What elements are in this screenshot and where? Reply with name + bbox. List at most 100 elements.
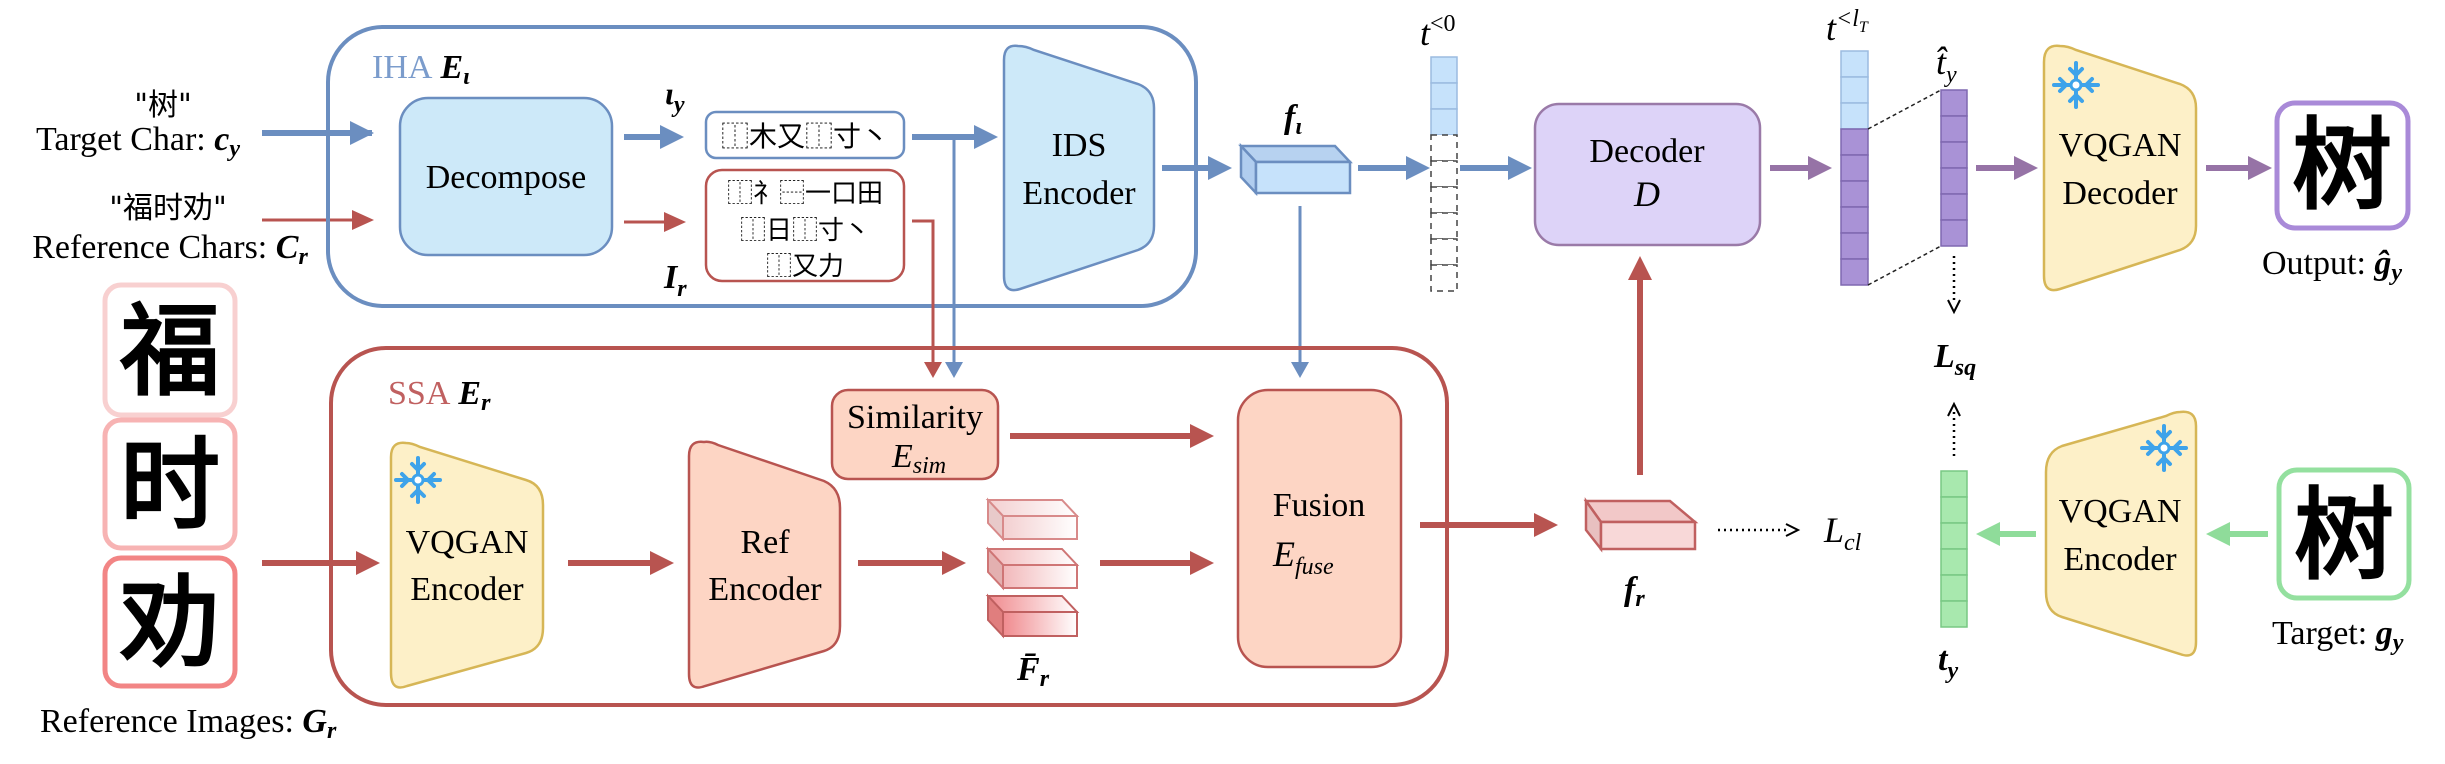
token-cell [1430,212,1458,240]
decompose-block [398,96,614,257]
ref-encoder-label-2: Encoder [708,571,822,608]
ir-sequence-line: ⿰又力 [766,252,844,282]
tlt-token-column [1840,50,1869,286]
vqgan-encoder-block [389,441,545,689]
arrowhead [1785,523,1801,537]
ty-label: ty [1938,641,1958,684]
arrowhead [942,551,966,575]
token-cell [1840,128,1869,156]
fusion-symbol: Efuse [1272,534,1334,580]
decoder-symbol: D [1633,174,1660,214]
t-hat-token-column [1940,89,1968,247]
projection-line [1867,245,1942,286]
token-cell [1430,264,1458,292]
arrowhead [356,551,380,575]
reference-images-label: Reference Images: Gr [40,703,337,744]
decoder-block [1533,102,1762,247]
token-cell [1430,82,1458,110]
arrowhead [1976,522,2000,546]
output-glyph: 树 [2292,107,2392,224]
t0-label: t<0 [1420,11,1456,53]
ids-encoder-block [1002,44,1156,292]
arrowhead [2248,156,2272,180]
lsq-label: Lsq [1933,338,1976,381]
similarity-symbol: Esim [891,438,946,479]
arrowhead [660,125,684,149]
t0-token-column [1430,56,1458,292]
arrowhead [945,362,963,378]
vqgan-encoder-right-label-1: VQGAN [2059,493,2182,530]
arrowhead [1208,156,1232,180]
vqgan-encoder-right-label-2: Encoder [2063,541,2177,578]
vqgan-decoder-label-1: VQGAN [2059,127,2182,164]
token-cell [1430,160,1458,188]
token-cell [1940,600,1968,628]
output-glyph-frame [2274,100,2411,231]
token-cell [1430,186,1458,214]
reference-chars-input: "福时劝" Reference Chars: Cr [32,191,308,270]
token-cell [1840,258,1869,286]
iy-label: ιy [665,75,685,118]
arrowhead [2206,522,2230,546]
reference-images: 福 时 劝 [102,282,238,689]
token-cell [1840,232,1869,260]
arrowhead [664,212,686,232]
ir-sequence-line: ⿰日⿰寸丶 [740,216,870,246]
decoder-label: Decoder [1589,133,1705,170]
arrowhead [974,125,998,149]
lcl-label: Lcl [1823,510,1862,556]
token-cell [1840,206,1869,234]
ir-sequence-box [704,168,906,283]
tlt-label: t<lT [1826,6,1869,48]
ref-image-glyph: 时 [120,427,220,544]
token-cell [1940,89,1968,117]
target-label: Target: gy [2272,615,2404,656]
ref-image-frame [102,282,238,418]
iy-sequence: ⿰木又⿰寸丶 [721,120,889,153]
arrowhead [1947,299,1961,315]
arrowhead [350,121,374,145]
similarity-block [830,388,1000,481]
f-iota-feature-cube [1238,142,1353,197]
target-glyph-frame [2276,467,2412,601]
token-cell [1940,470,1968,498]
token-cell [1940,548,1968,576]
token-cell [1430,134,1458,162]
target-glyph: 树 [2294,477,2394,594]
token-cell [1840,154,1869,182]
similarity-label: Similarity [847,399,983,436]
vqgan-encoder-label-1: VQGAN [406,524,529,561]
arrowhead [1190,424,1214,448]
arrowhead [1628,256,1652,280]
fusion-block [1236,388,1403,669]
vqgan-decoder-block [2042,44,2198,292]
fr-label: fr [1624,571,1645,612]
ref-image-frame [102,417,238,551]
iy-sequence-box [704,110,906,160]
ref-image-glyph: 劝 [119,565,220,682]
token-cell [1430,238,1458,266]
token-cell [1940,193,1968,221]
target-char-input: "树" Target Char: cy [36,88,240,162]
token-cell [1840,76,1869,104]
token-cell [1840,180,1869,208]
connector-ir-to-similarity [912,219,935,370]
arrowhead [352,210,374,230]
arrowhead [1508,156,1532,180]
f-iota-label: fι [1284,99,1302,140]
vqgan-encoder-label-2: Encoder [410,571,524,608]
arrowhead [1291,362,1309,378]
reference-chars-text: "福时劝" [109,191,227,226]
feature-cube [985,593,1080,639]
ref-encoder-block [687,440,842,689]
fr-bar-label: F̄r [1016,651,1050,692]
arrowhead [1808,156,1832,180]
fr-feature-cube [1583,497,1699,553]
arrowhead [924,362,942,378]
ir-label: Ir [663,259,687,302]
vqgan-decoder-label-2: Decoder [2062,175,2178,212]
